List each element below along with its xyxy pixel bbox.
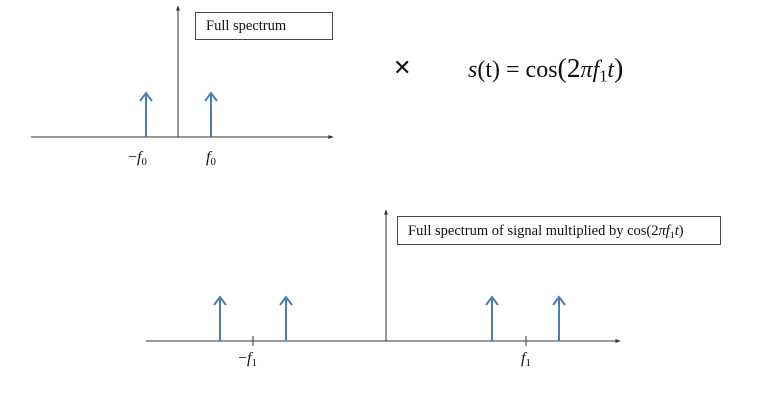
neg-f1-sign: − bbox=[238, 350, 248, 367]
neg-f0-sign: − bbox=[128, 149, 138, 166]
neg-f0-sub: 0 bbox=[141, 156, 147, 169]
bottom-impulse-4 bbox=[552, 295, 566, 341]
f1-sub: 1 bbox=[525, 357, 531, 370]
f1-var: f bbox=[521, 350, 526, 367]
multiplied-label-sub: 1 bbox=[669, 229, 675, 241]
multiplied-label-f: f bbox=[665, 223, 670, 239]
eq-t: t bbox=[607, 57, 615, 83]
equation: s(t) = cos(2πf1t) bbox=[468, 52, 623, 87]
multiplied-label-pi: π bbox=[658, 223, 666, 239]
bottom-impulse-2 bbox=[279, 295, 293, 341]
neg-f0-label: −f0 bbox=[128, 149, 147, 168]
f1-label: f1 bbox=[521, 350, 531, 369]
top-impulse-neg-f0 bbox=[139, 91, 153, 137]
full-spectrum-label: Full spectrum bbox=[195, 12, 333, 40]
f0-sub: 0 bbox=[210, 156, 216, 169]
bottom-impulse-3 bbox=[485, 295, 499, 341]
eq-cos: = cos bbox=[500, 57, 558, 83]
eq-sub: 1 bbox=[599, 66, 608, 86]
f0-label: f0 bbox=[206, 149, 216, 168]
eq-close: ) bbox=[614, 52, 624, 83]
full-spectrum-text: Full spectrum bbox=[206, 18, 287, 34]
multiplied-label-suffix: ) bbox=[678, 223, 684, 239]
neg-f1-sub: 1 bbox=[251, 357, 257, 370]
eq-arg: (t) bbox=[477, 57, 500, 83]
neg-f0-var: f bbox=[137, 149, 142, 166]
eq-open: (2 bbox=[557, 52, 581, 83]
multiply-sign: ✕ bbox=[393, 56, 412, 81]
eq-lhs: s bbox=[468, 57, 478, 83]
neg-f1-label: −f1 bbox=[238, 350, 257, 369]
f0-var: f bbox=[206, 149, 211, 166]
neg-f1-var: f bbox=[247, 350, 252, 367]
bottom-impulse-1 bbox=[213, 295, 227, 341]
eq-pi: π bbox=[580, 57, 593, 83]
multiplied-spectrum-label: Full spectrum of signal multiplied by co… bbox=[397, 216, 721, 245]
eq-f: f bbox=[592, 57, 600, 83]
multiplied-label-prefix: Full spectrum of signal multiplied by co… bbox=[408, 223, 659, 239]
top-impulse-pos-f0 bbox=[204, 91, 218, 137]
multiplied-label-t: t bbox=[674, 223, 679, 239]
